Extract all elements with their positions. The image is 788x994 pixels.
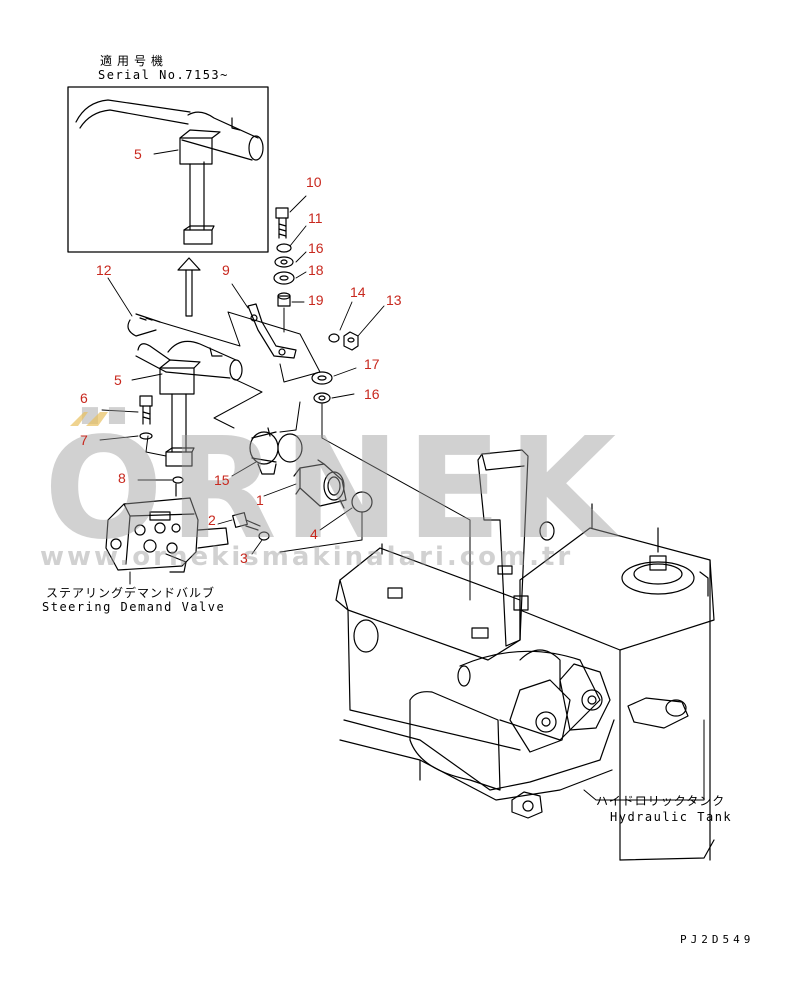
- tank-caption-en: Hydraulic Tank: [610, 810, 733, 824]
- callout-7: 7: [80, 432, 88, 448]
- steering-caption-jp: ステアリングデマンドバルブ: [46, 586, 216, 600]
- washer-7: [139, 432, 153, 440]
- callout-13: 13: [386, 292, 402, 308]
- nut-13: [343, 331, 359, 351]
- washer-3: [258, 531, 270, 541]
- washer-16b: [313, 392, 331, 404]
- inset-title-en: Serial No.7153~: [98, 68, 229, 82]
- drawing-code: PJ2D549: [680, 933, 755, 946]
- washer-11: [276, 243, 292, 253]
- callout-14: 14: [350, 284, 366, 300]
- callout-leaders: [99, 149, 385, 555]
- callout-2: 2: [208, 512, 216, 528]
- bolt-6: [139, 395, 153, 425]
- callout-11: 11: [308, 210, 323, 226]
- clamp-15: [249, 427, 303, 475]
- oring-8: [172, 476, 184, 484]
- callout-17: 17: [364, 356, 380, 372]
- callout-16-low: 16: [364, 386, 380, 402]
- callout-19: 19: [308, 292, 324, 308]
- washer-14: [328, 333, 340, 343]
- callout-16-top: 16: [308, 240, 324, 256]
- bolt-2: [232, 512, 261, 531]
- inset-frame: [67, 86, 269, 253]
- watermark-url: www.ornekismakinalari.com.tr: [40, 542, 574, 572]
- bracket-9: [247, 303, 297, 359]
- steering-caption-en: Steering Demand Valve: [42, 600, 226, 614]
- spacer-19: [277, 292, 291, 307]
- up-arrow: [177, 257, 201, 317]
- callout-1: 1: [256, 492, 264, 508]
- callout-15: 15: [214, 472, 230, 488]
- steering-valve: [105, 483, 229, 573]
- callout-8: 8: [118, 470, 126, 486]
- hose-1: [293, 459, 347, 509]
- callout-3: 3: [240, 550, 248, 566]
- callout-4: 4: [310, 526, 318, 542]
- washer-16a: [274, 256, 294, 268]
- bolt-10: [275, 207, 289, 239]
- callout-5-main: 5: [114, 372, 122, 388]
- callout-5-inset: 5: [134, 146, 142, 162]
- callout-6: 6: [80, 390, 88, 406]
- main-pipe-assembly: [135, 340, 243, 467]
- watermark-brand: ÖRNEK: [44, 408, 623, 571]
- inset-pipe-assembly: [75, 99, 264, 245]
- tank-caption-jp: ハイドロリックタンク: [596, 794, 726, 808]
- u-bolt-12: [127, 313, 161, 337]
- callout-9: 9: [222, 262, 230, 278]
- watermark-accent-icon: [70, 412, 108, 426]
- washer-18: [273, 271, 295, 285]
- hydraulic-tank: [335, 449, 715, 861]
- callout-10: 10: [306, 174, 322, 190]
- inset-title-jp: 適用号機: [100, 54, 169, 68]
- callout-18: 18: [308, 262, 324, 278]
- callout-12: 12: [96, 262, 112, 278]
- washer-17: [311, 371, 333, 385]
